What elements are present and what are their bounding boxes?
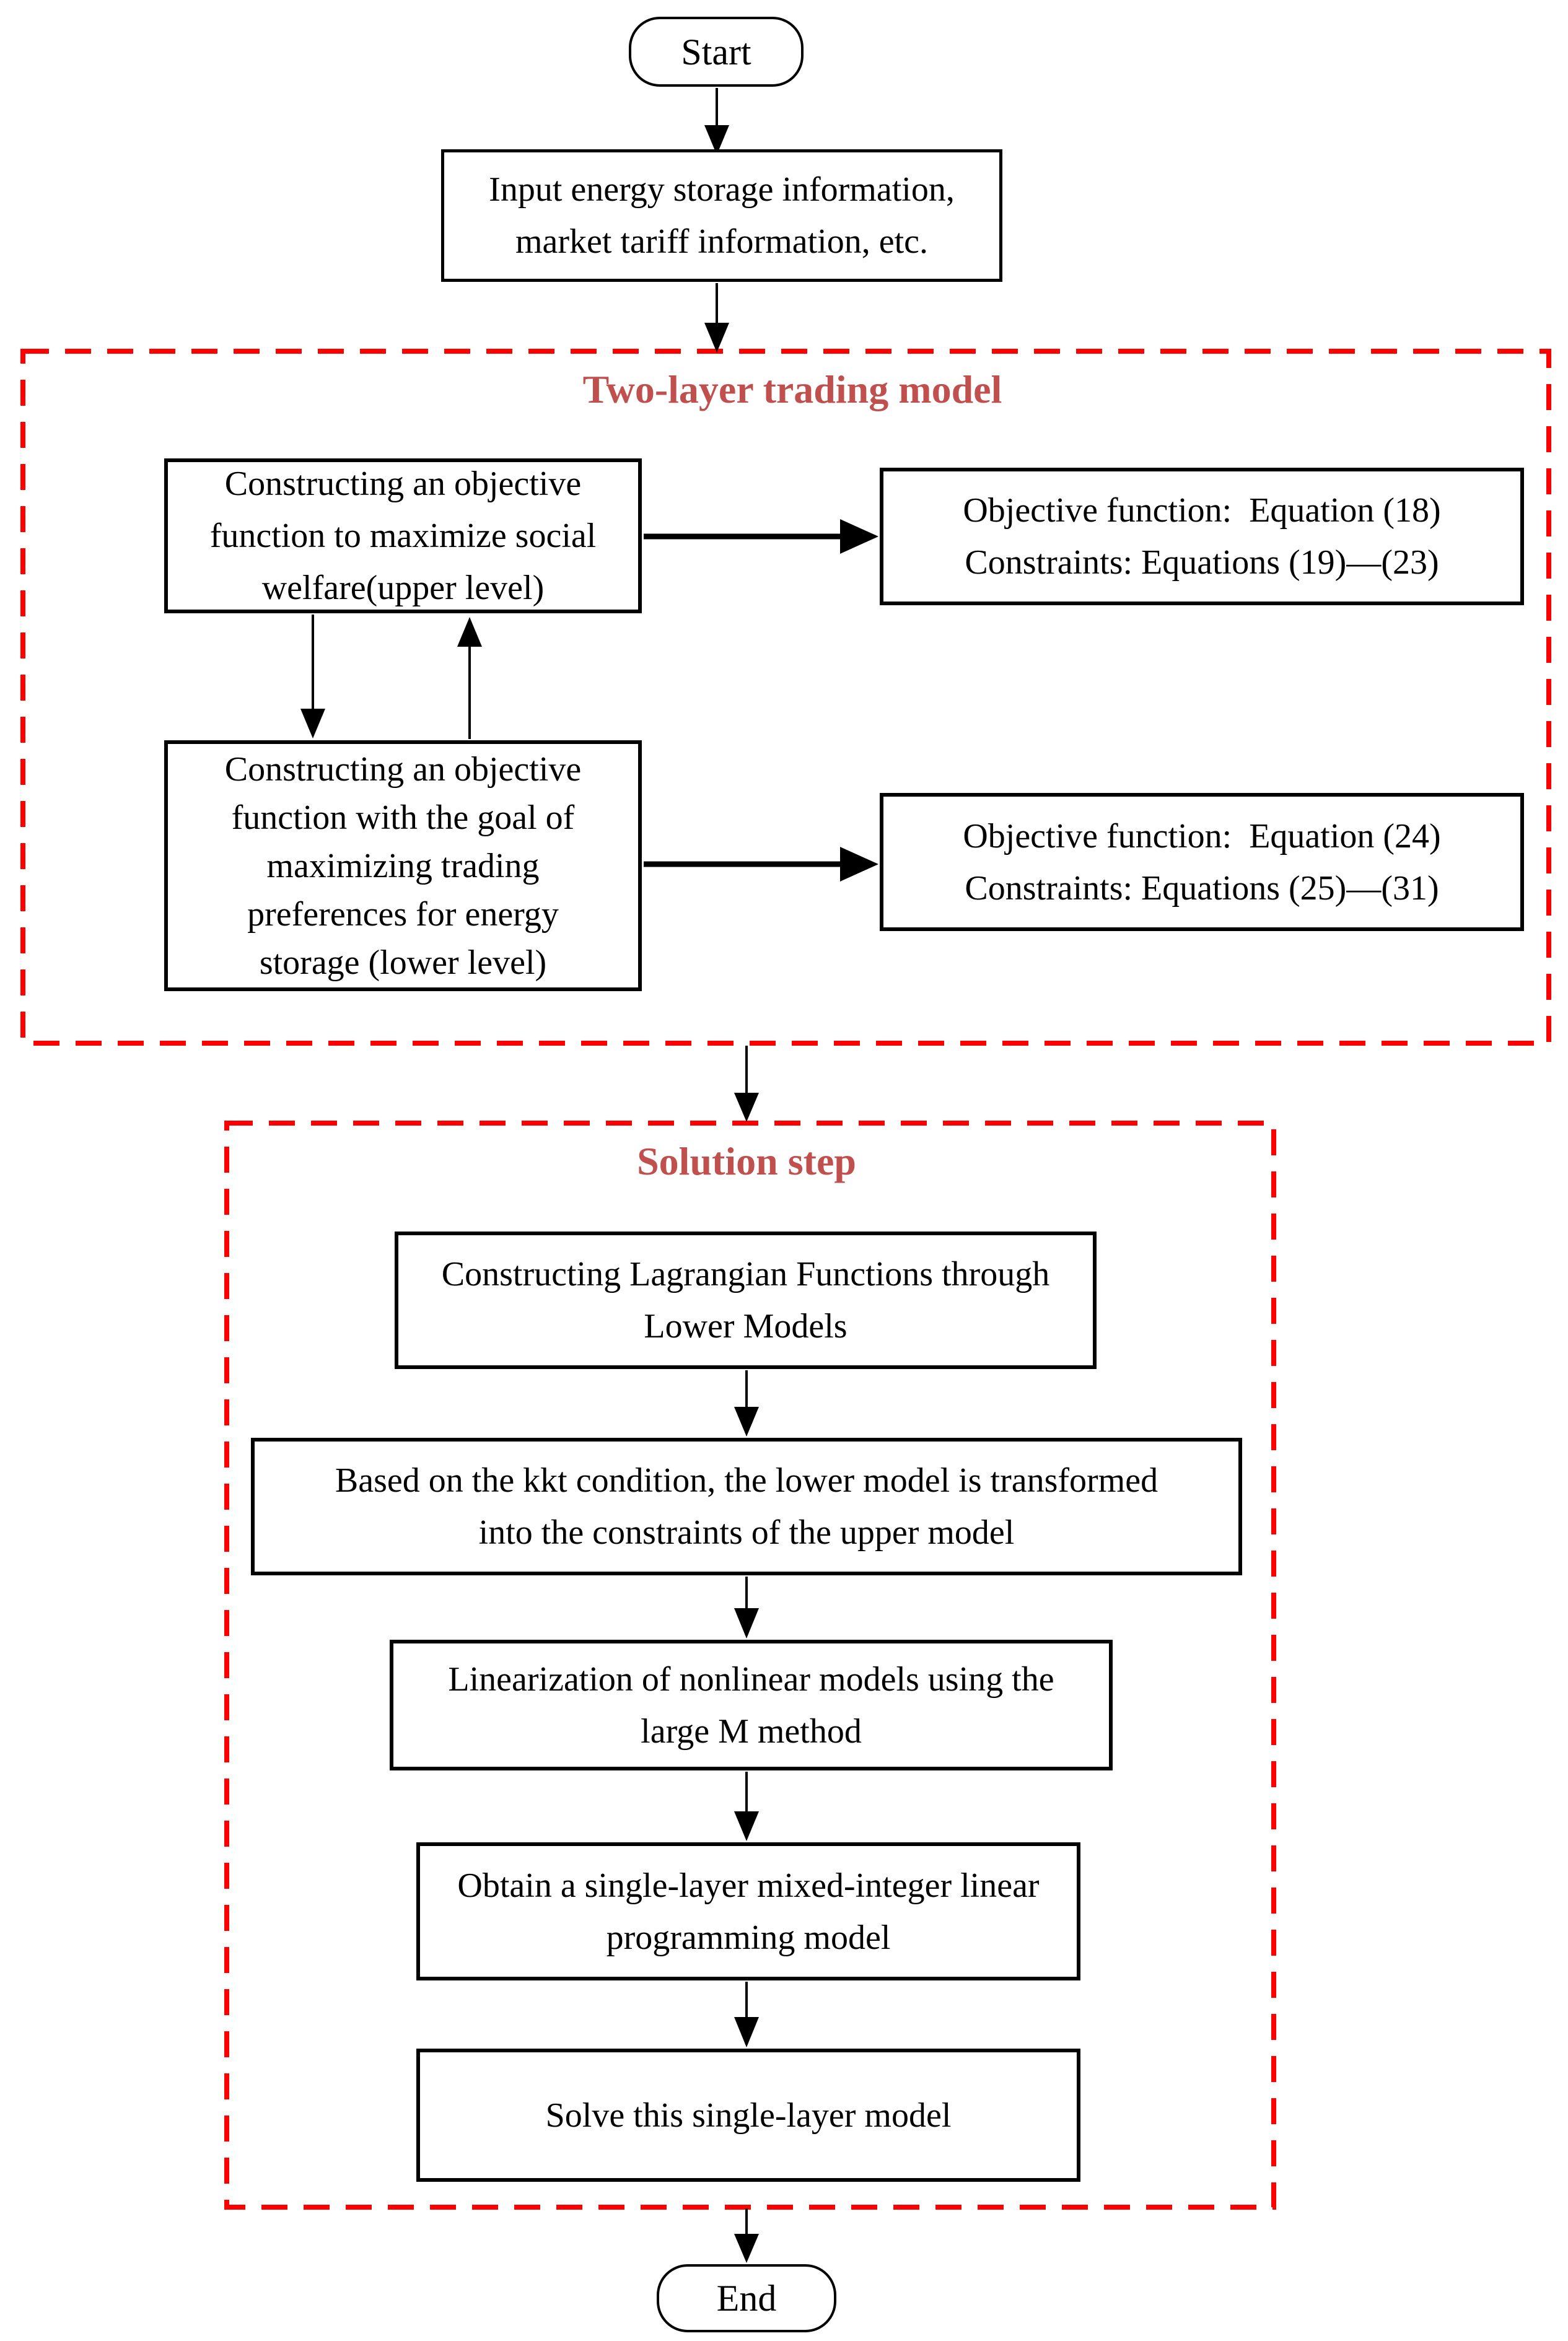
two-layer-section-frame bbox=[20, 349, 1551, 1046]
arrow-step2-to-step3-icon bbox=[734, 1577, 759, 1639]
arrow-upper-to-lower-icon bbox=[300, 615, 325, 738]
solution-step-3-box: Linearization of nonlinear models using … bbox=[390, 1640, 1113, 1770]
input-information-box: Input energy storage information, market… bbox=[441, 149, 1002, 282]
solution-step-4-box: Obtain a single-layer mixed-integer line… bbox=[416, 1842, 1080, 1980]
solution-section-frame bbox=[224, 1121, 1276, 2210]
upper-level-equations-box: Objective function: Equation (18) Constr… bbox=[880, 468, 1524, 605]
arrow-input-to-two-layer-icon bbox=[704, 283, 729, 352]
two-layer-section-title: Two-layer trading model bbox=[582, 367, 1002, 411]
arrow-upper-to-equations-icon bbox=[644, 519, 878, 554]
arrow-start-to-input-icon bbox=[704, 88, 729, 155]
arrow-step1-to-step2-icon bbox=[734, 1370, 759, 1437]
lower-level-equations-box: Objective function: Equation (24) Constr… bbox=[880, 793, 1524, 931]
solution-step-5-box: Solve this single-layer model bbox=[416, 2049, 1080, 2182]
upper-level-objective-box: Constructing an objective function to ma… bbox=[164, 458, 642, 613]
solution-section-title: Solution step bbox=[637, 1139, 856, 1183]
solution-step-1-box: Constructing Lagrangian Functions throug… bbox=[395, 1232, 1097, 1369]
arrow-lower-to-equations-icon bbox=[644, 847, 878, 882]
arrow-solution-to-end-icon bbox=[734, 2208, 759, 2263]
lower-level-objective-box: Constructing an objective function with … bbox=[164, 740, 642, 991]
start-terminal: Start bbox=[629, 17, 804, 87]
end-terminal: End bbox=[657, 2264, 836, 2332]
solution-step-2-box: Based on the kkt condition, the lower mo… bbox=[251, 1438, 1242, 1575]
arrow-lower-to-upper-icon bbox=[457, 617, 482, 739]
arrow-step4-to-step5-icon bbox=[734, 1982, 759, 2047]
arrow-two-layer-to-solution-icon bbox=[734, 1046, 759, 1122]
arrow-step3-to-step4-icon bbox=[734, 1772, 759, 1841]
